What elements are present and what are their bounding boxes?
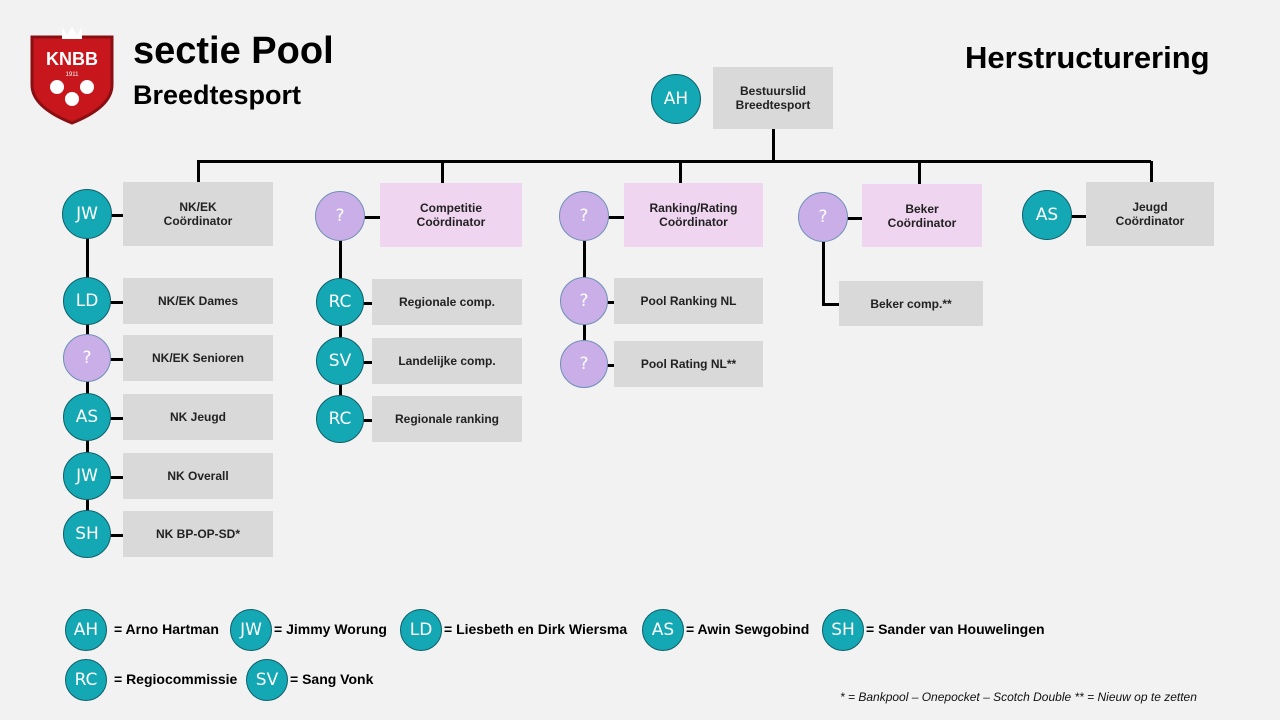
- connector-line: [197, 161, 200, 182]
- item-circle: JW: [63, 452, 111, 500]
- item-circle: SV: [316, 337, 364, 385]
- page-heading: Herstructurering: [965, 40, 1210, 75]
- legend-initials-circle: AS: [642, 609, 684, 651]
- footnote: * = Bankpool – Onepocket – Scotch Double…: [840, 690, 1197, 704]
- item-circle: ?: [63, 334, 111, 382]
- legend-name: = Arno Hartman: [114, 621, 219, 637]
- item-circle: AS: [63, 393, 111, 441]
- coordinator-circle-2: ?: [315, 191, 365, 241]
- connector-line: [847, 217, 862, 220]
- item-box: Pool Ranking NL: [614, 278, 763, 324]
- connector-line: [918, 161, 921, 184]
- page-subtitle: Breedtesport: [133, 80, 302, 110]
- item-circle: RC: [316, 278, 364, 326]
- root-initials-circle: AH: [651, 74, 701, 124]
- connector-line: [110, 417, 123, 420]
- item-circle: LD: [63, 277, 111, 325]
- connector-line: [822, 242, 825, 303]
- connector-line: [679, 161, 682, 183]
- connector-line: [197, 160, 1151, 163]
- item-circle: RC: [316, 395, 364, 443]
- connector-line: [1150, 161, 1153, 182]
- legend-initials-circle: JW: [230, 609, 272, 651]
- connector-line: [339, 241, 342, 419]
- coordinator-circle-3: ?: [559, 191, 609, 241]
- connector-line: [441, 161, 444, 183]
- page-title: sectie Pool: [133, 30, 334, 72]
- item-box: Regionale comp.: [372, 279, 522, 325]
- coordinator-circle-4: ?: [798, 192, 848, 242]
- connector-line: [110, 476, 123, 479]
- coordinator-circle-5: AS: [1022, 190, 1072, 240]
- item-box: Regionale ranking: [372, 396, 522, 442]
- coordinator-circle-1: JW: [62, 189, 112, 239]
- item-circle: ?: [560, 340, 608, 388]
- item-box: NK Jeugd: [123, 394, 273, 440]
- legend-name: = Regiocommissie: [114, 671, 238, 687]
- legend-initials-circle: SH: [822, 609, 864, 651]
- item-box: NK/EK Dames: [123, 278, 273, 324]
- connector-line: [364, 216, 380, 219]
- item-box: NK/EK Senioren: [123, 335, 273, 381]
- knbb-logo: KNBB 1911: [27, 25, 117, 125]
- connector-line: [110, 358, 123, 361]
- item-box: NK BP-OP-SD*: [123, 511, 273, 557]
- legend-name: = Liesbeth en Dirk Wiersma: [444, 621, 628, 637]
- legend-name: = Awin Sewgobind: [686, 621, 810, 637]
- legend-name: = Sander van Houwelingen: [866, 621, 1045, 637]
- connector-line: [363, 419, 380, 422]
- connector-line: [86, 239, 89, 534]
- legend-initials-circle: RC: [65, 659, 107, 701]
- legend-initials-circle: LD: [400, 609, 442, 651]
- connector-line: [822, 303, 840, 306]
- legend-name: = Jimmy Worung: [274, 621, 387, 637]
- connector-line: [608, 216, 624, 219]
- connector-line: [110, 301, 123, 304]
- logo-year: 1911: [66, 72, 80, 78]
- connector-line: [111, 214, 123, 217]
- item-circle: SH: [63, 510, 111, 558]
- item-box: Pool Rating NL**: [614, 341, 763, 387]
- legend-initials-circle: SV: [246, 659, 288, 701]
- logo-text: KNBB: [46, 49, 98, 69]
- item-box: Landelijke comp.: [372, 338, 522, 384]
- item-circle: ?: [560, 277, 608, 325]
- legend-name: = Sang Vonk: [290, 671, 374, 687]
- connector-line: [110, 534, 123, 537]
- item-box: NK Overall: [123, 453, 273, 499]
- connector-line: [772, 129, 775, 161]
- legend-initials-circle: AH: [65, 609, 107, 651]
- connector-line: [363, 302, 380, 305]
- connector-line: [363, 361, 380, 364]
- connector-line: [1071, 215, 1086, 218]
- item-box-beker: Beker comp.**: [839, 281, 983, 326]
